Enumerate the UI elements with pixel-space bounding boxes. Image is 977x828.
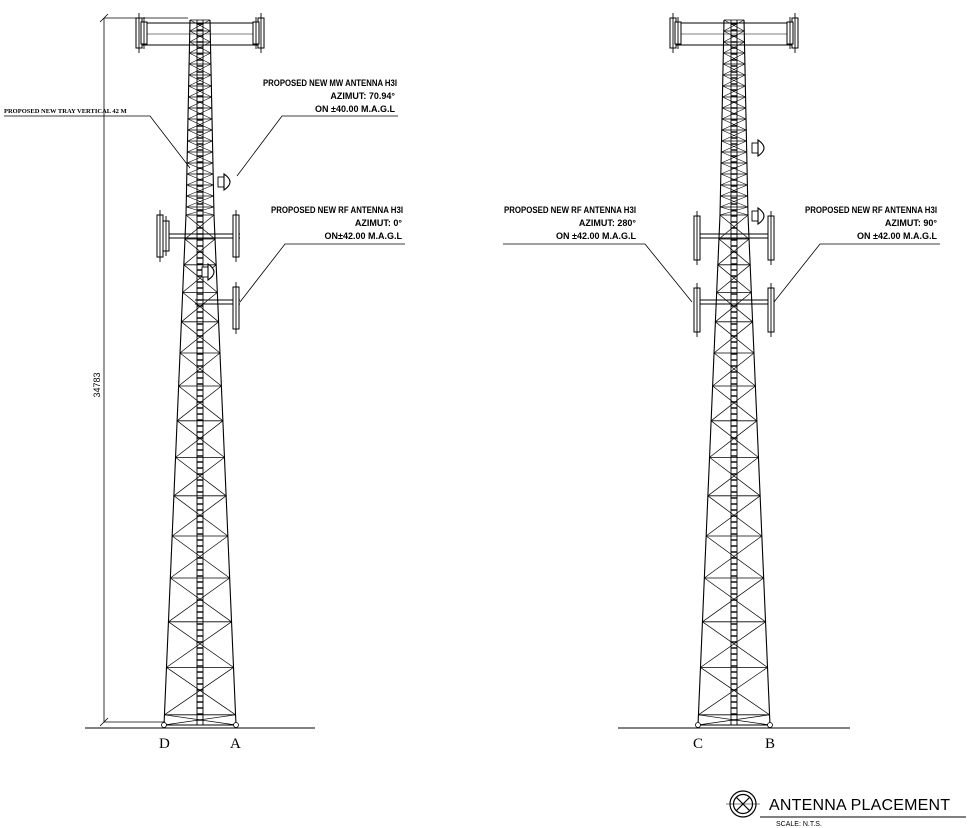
height-dimension bbox=[99, 13, 188, 727]
svg-text:AZIMUT: 70.94°: AZIMUT: 70.94° bbox=[330, 91, 395, 101]
mw-dish-antenna bbox=[757, 206, 765, 226]
svg-text:PROPOSED NEW RF ANTENNA H3I: PROPOSED NEW RF ANTENNA H3I bbox=[805, 205, 937, 215]
height-dimension-label: 34783 bbox=[92, 372, 102, 397]
tower-leg bbox=[163, 19, 191, 726]
tower-leg bbox=[209, 19, 237, 726]
rf-antenna-callout-right-east: PROPOSED NEW RF ANTENNA H3I AZIMUT: 90° … bbox=[773, 205, 940, 303]
mw-dish-antenna bbox=[207, 262, 215, 282]
tower-elevation-left bbox=[135, 13, 265, 728]
tower-leg bbox=[743, 19, 771, 726]
mw-antenna-callout-left: PROPOSED NEW MW ANTENNA H3I AZIMUT: 70.9… bbox=[236, 78, 398, 177]
tower-foot bbox=[695, 722, 701, 728]
drawing-title: ANTENNA PLACEMENT bbox=[769, 797, 950, 814]
tower-elevation-right bbox=[669, 13, 799, 728]
svg-text:ON±42.00 M.A.G.L: ON±42.00 M.A.G.L bbox=[325, 231, 403, 241]
tray-leader bbox=[4, 115, 191, 169]
leg-label-b: B bbox=[765, 736, 775, 752]
svg-text:ON ±40.00 M.A.G.L: ON ±40.00 M.A.G.L bbox=[315, 104, 395, 114]
svg-text:PROPOSED NEW MW ANTENNA H3I: PROPOSED NEW MW ANTENNA H3I bbox=[263, 78, 397, 88]
leg-label-a: A bbox=[230, 736, 241, 752]
svg-text:AZIMUT: 280°: AZIMUT: 280° bbox=[579, 218, 637, 228]
mw-dish-antenna bbox=[757, 138, 765, 158]
drawing-scale: SCALE: N.T.S. bbox=[776, 821, 822, 828]
svg-text:PROPOSED NEW RF ANTENNA H3I: PROPOSED NEW RF ANTENNA H3I bbox=[271, 205, 403, 215]
tower-leg bbox=[697, 19, 725, 726]
svg-text:ON ±42.00 M.A.G.L: ON ±42.00 M.A.G.L bbox=[556, 231, 636, 241]
section-marker-icon bbox=[726, 790, 760, 818]
svg-text:PROPOSED NEW RF ANTENNA H3I: PROPOSED NEW RF ANTENNA H3I bbox=[504, 205, 636, 215]
svg-text:AZIMUT: 0°: AZIMUT: 0° bbox=[355, 218, 402, 228]
title-block: ANTENNA PLACEMENT SCALE: N.T.S. bbox=[726, 790, 966, 828]
mw-dish-mount bbox=[751, 210, 759, 222]
tower-foot bbox=[233, 722, 239, 728]
mw-dish-mount bbox=[751, 142, 759, 154]
svg-text:ON ±42.00 M.A.G.L: ON ±42.00 M.A.G.L bbox=[857, 231, 937, 241]
leg-label-d: D bbox=[159, 736, 170, 752]
mw-dish-mount bbox=[201, 266, 209, 278]
leg-label-c: C bbox=[693, 736, 703, 752]
mw-dish-antenna bbox=[223, 172, 231, 192]
tower-foot bbox=[161, 722, 167, 728]
rf-antenna-callout-left: PROPOSED NEW RF ANTENNA H3I AZIMUT: 0° O… bbox=[239, 205, 405, 303]
mw-dish-mount bbox=[217, 176, 225, 188]
svg-text:AZIMUT: 90°: AZIMUT: 90° bbox=[885, 218, 938, 228]
tower-foot bbox=[767, 722, 773, 728]
tray-note: PROPOSED NEW TRAY VERTICAL 42 M bbox=[4, 108, 127, 115]
rf-antenna-callout-right-west: PROPOSED NEW RF ANTENNA H3I AZIMUT: 280°… bbox=[503, 205, 693, 303]
